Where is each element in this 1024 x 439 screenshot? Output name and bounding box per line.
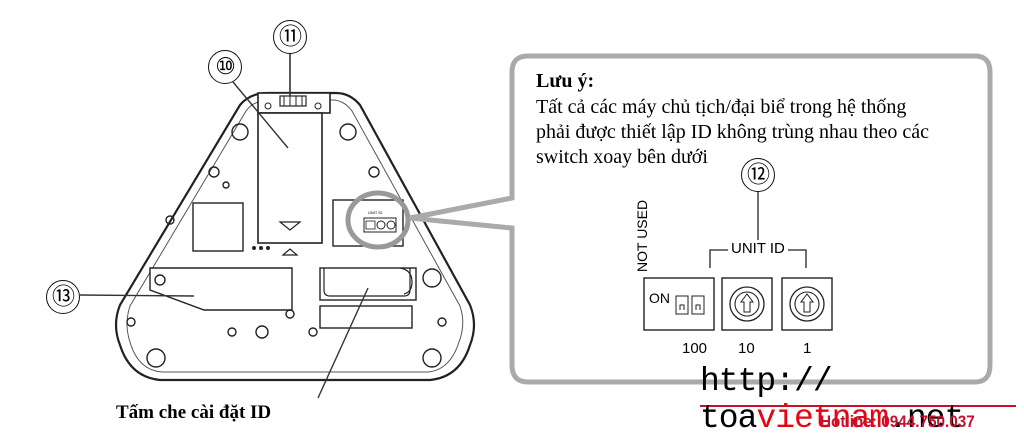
- top-connector: [279, 95, 307, 107]
- dip-switch-box: [643, 277, 715, 331]
- callout-number-12: ⑫: [741, 158, 775, 192]
- note-line-2: phải được thiết lập ID không trùng nhau …: [536, 121, 929, 143]
- digit-10-label: 10: [738, 340, 755, 357]
- screw-holes: [126, 123, 447, 368]
- switch-highlight-ring: [345, 190, 411, 250]
- note-line-1: Tất cả các máy chủ tịch/đại biể trong hệ…: [536, 96, 907, 118]
- left-recess-upper: [192, 202, 244, 252]
- note-title: Lưu ý:: [536, 70, 595, 92]
- not-used-label: NOT USED: [634, 199, 650, 272]
- leader-10: [232, 81, 289, 149]
- leader-caption: [317, 287, 369, 399]
- svg-text:UNIT ID: UNIT ID: [368, 210, 382, 215]
- cover-panel: [257, 112, 323, 244]
- leader-13: [79, 294, 195, 297]
- brand-url[interactable]: http:// toavietnam.net: [700, 363, 1024, 437]
- hotline: Hotline: 0944.750.037: [820, 412, 975, 432]
- brand-url-suffix: .net: [888, 400, 964, 437]
- id-cover-caption: Tấm che cài đặt ID: [116, 402, 272, 423]
- right-recess-cover: [319, 267, 417, 301]
- callout-number-10: ⑩: [208, 50, 242, 84]
- brand-url-mid: toa: [700, 400, 757, 437]
- device-body-inner: [126, 99, 464, 373]
- hotline-label: Hotline:: [820, 412, 877, 431]
- brand-url-highlight: vietnam: [756, 400, 889, 437]
- digit-1-label: 1: [803, 340, 812, 357]
- callout-number-11: ⑪: [273, 20, 307, 54]
- hotline-number: 0944.750.037: [881, 412, 975, 431]
- on-label: ON: [649, 290, 670, 306]
- note-callout-frame: [409, 53, 993, 385]
- digit-100-label: 100: [682, 340, 708, 357]
- note-line-3: switch xoay bên dưới: [536, 146, 708, 168]
- brand-url-prefix: http://: [700, 363, 833, 400]
- unit-id-label: UNIT ID: [731, 240, 785, 257]
- callout-number-13: ⑬: [46, 280, 80, 314]
- left-recess-lower: [149, 267, 293, 311]
